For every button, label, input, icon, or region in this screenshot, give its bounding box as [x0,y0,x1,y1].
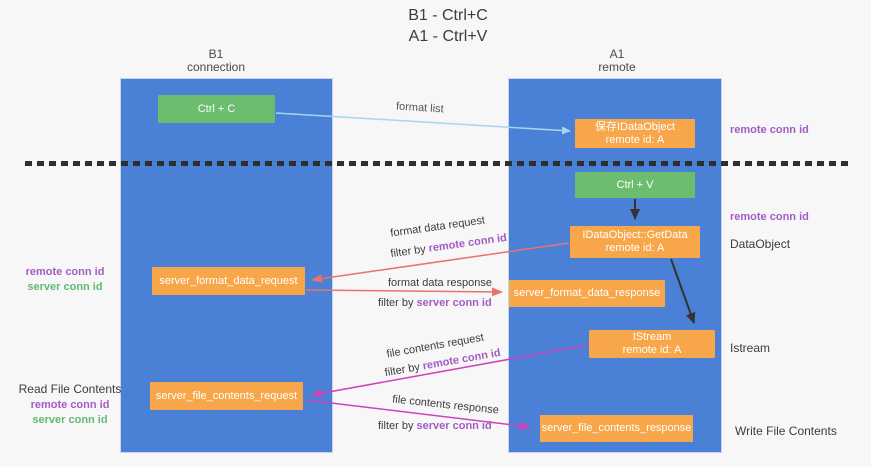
side-label-istream: Istream [730,341,771,355]
side-label-left-remote-conn-id-bottom: remote conn id [30,399,110,411]
node-server-file-contents-response: server_file_contents_response [540,415,693,442]
label-filter-remote-1-prefix: filter by [389,242,430,261]
label-filter-server-1-key: server conn id [416,297,492,309]
side-label-left-server-conn-id-bottom: server conn id [32,414,108,426]
label-filter-server-2-key: server conn id [416,420,492,432]
lifeline-header-a1: A1 remote [542,48,692,74]
label-file-contents-response: file contents response [391,393,500,417]
side-label-remote-conn-id-mid: remote conn id [730,211,809,223]
side-label-left-remote-conn-id-top: remote conn id [25,266,105,278]
title-line-1: B1 - Ctrl+C [408,7,488,24]
node-getdata-line1: IDataObject::GetData [582,229,688,241]
side-label-read-file-contents: Read File Contents [18,382,122,396]
node-file-response-label: server_file_contents_response [541,422,692,434]
label-filter-remote-1-key: remote conn id [427,231,508,255]
side-label-remote-conn-id-top: remote conn id [730,124,809,136]
label-filter-server-2: filter by server conn id [378,420,492,432]
node-server-format-data-request: server_format_data_request [152,267,305,295]
label-filter-server-1-prefix: filter by [378,297,417,309]
lifeline-b1-role: connection [186,60,246,74]
label-filter-remote-2-prefix: filter by [383,360,424,380]
node-ctrl-v: Ctrl + V [575,172,695,198]
node-istream-line1: IStream [632,331,672,343]
node-save-line2: remote id: A [605,133,665,146]
node-format-response-label: server_format_data_response [513,287,661,299]
node-save-line1: 保存IDataObject [594,120,676,133]
node-file-request-label: server_file_contents_request [155,389,298,402]
side-label-dataobject: DataObject [730,237,791,251]
node-server-file-contents-request: server_file_contents_request [150,382,303,410]
node-ctrl-v-label: Ctrl + V [616,178,654,191]
node-server-format-data-response: server_format_data_response [509,280,665,307]
lifeline-header-b1: B1 connection [141,48,291,74]
label-filter-server-2-prefix: filter by [378,420,417,432]
arrow-format-data-response [305,287,503,297]
label-format-data-response: format data response [388,277,492,289]
lifeline-b1-name: B1 [208,47,224,61]
node-istream: IStream remote id: A [589,330,715,358]
label-filter-server-1: filter by server conn id [378,297,492,309]
side-label-write-file-contents: Write File Contents [735,424,837,438]
side-label-left-server-conn-id-top: server conn id [27,281,103,293]
node-save-idataobject: 保存IDataObject remote id: A [575,119,695,148]
node-format-request-label: server_format_data_request [159,274,298,287]
node-ctrl-c: Ctrl + C [158,95,275,123]
node-getdata-line2: remote id: A [605,242,665,254]
phase-divider-dashed-line [25,161,848,166]
lifeline-a1-role: remote [598,60,636,74]
node-istream-line2: remote id: A [622,344,682,356]
diagram-title: B1 - Ctrl+C A1 - Ctrl+V [348,5,548,47]
label-format-list: format list [395,100,445,116]
node-idataobject-getdata: IDataObject::GetData remote id: A [570,226,700,258]
node-ctrl-c-label: Ctrl + C [197,102,236,115]
lifeline-a1-name: A1 [609,47,625,61]
title-line-2: A1 - Ctrl+V [408,28,488,45]
